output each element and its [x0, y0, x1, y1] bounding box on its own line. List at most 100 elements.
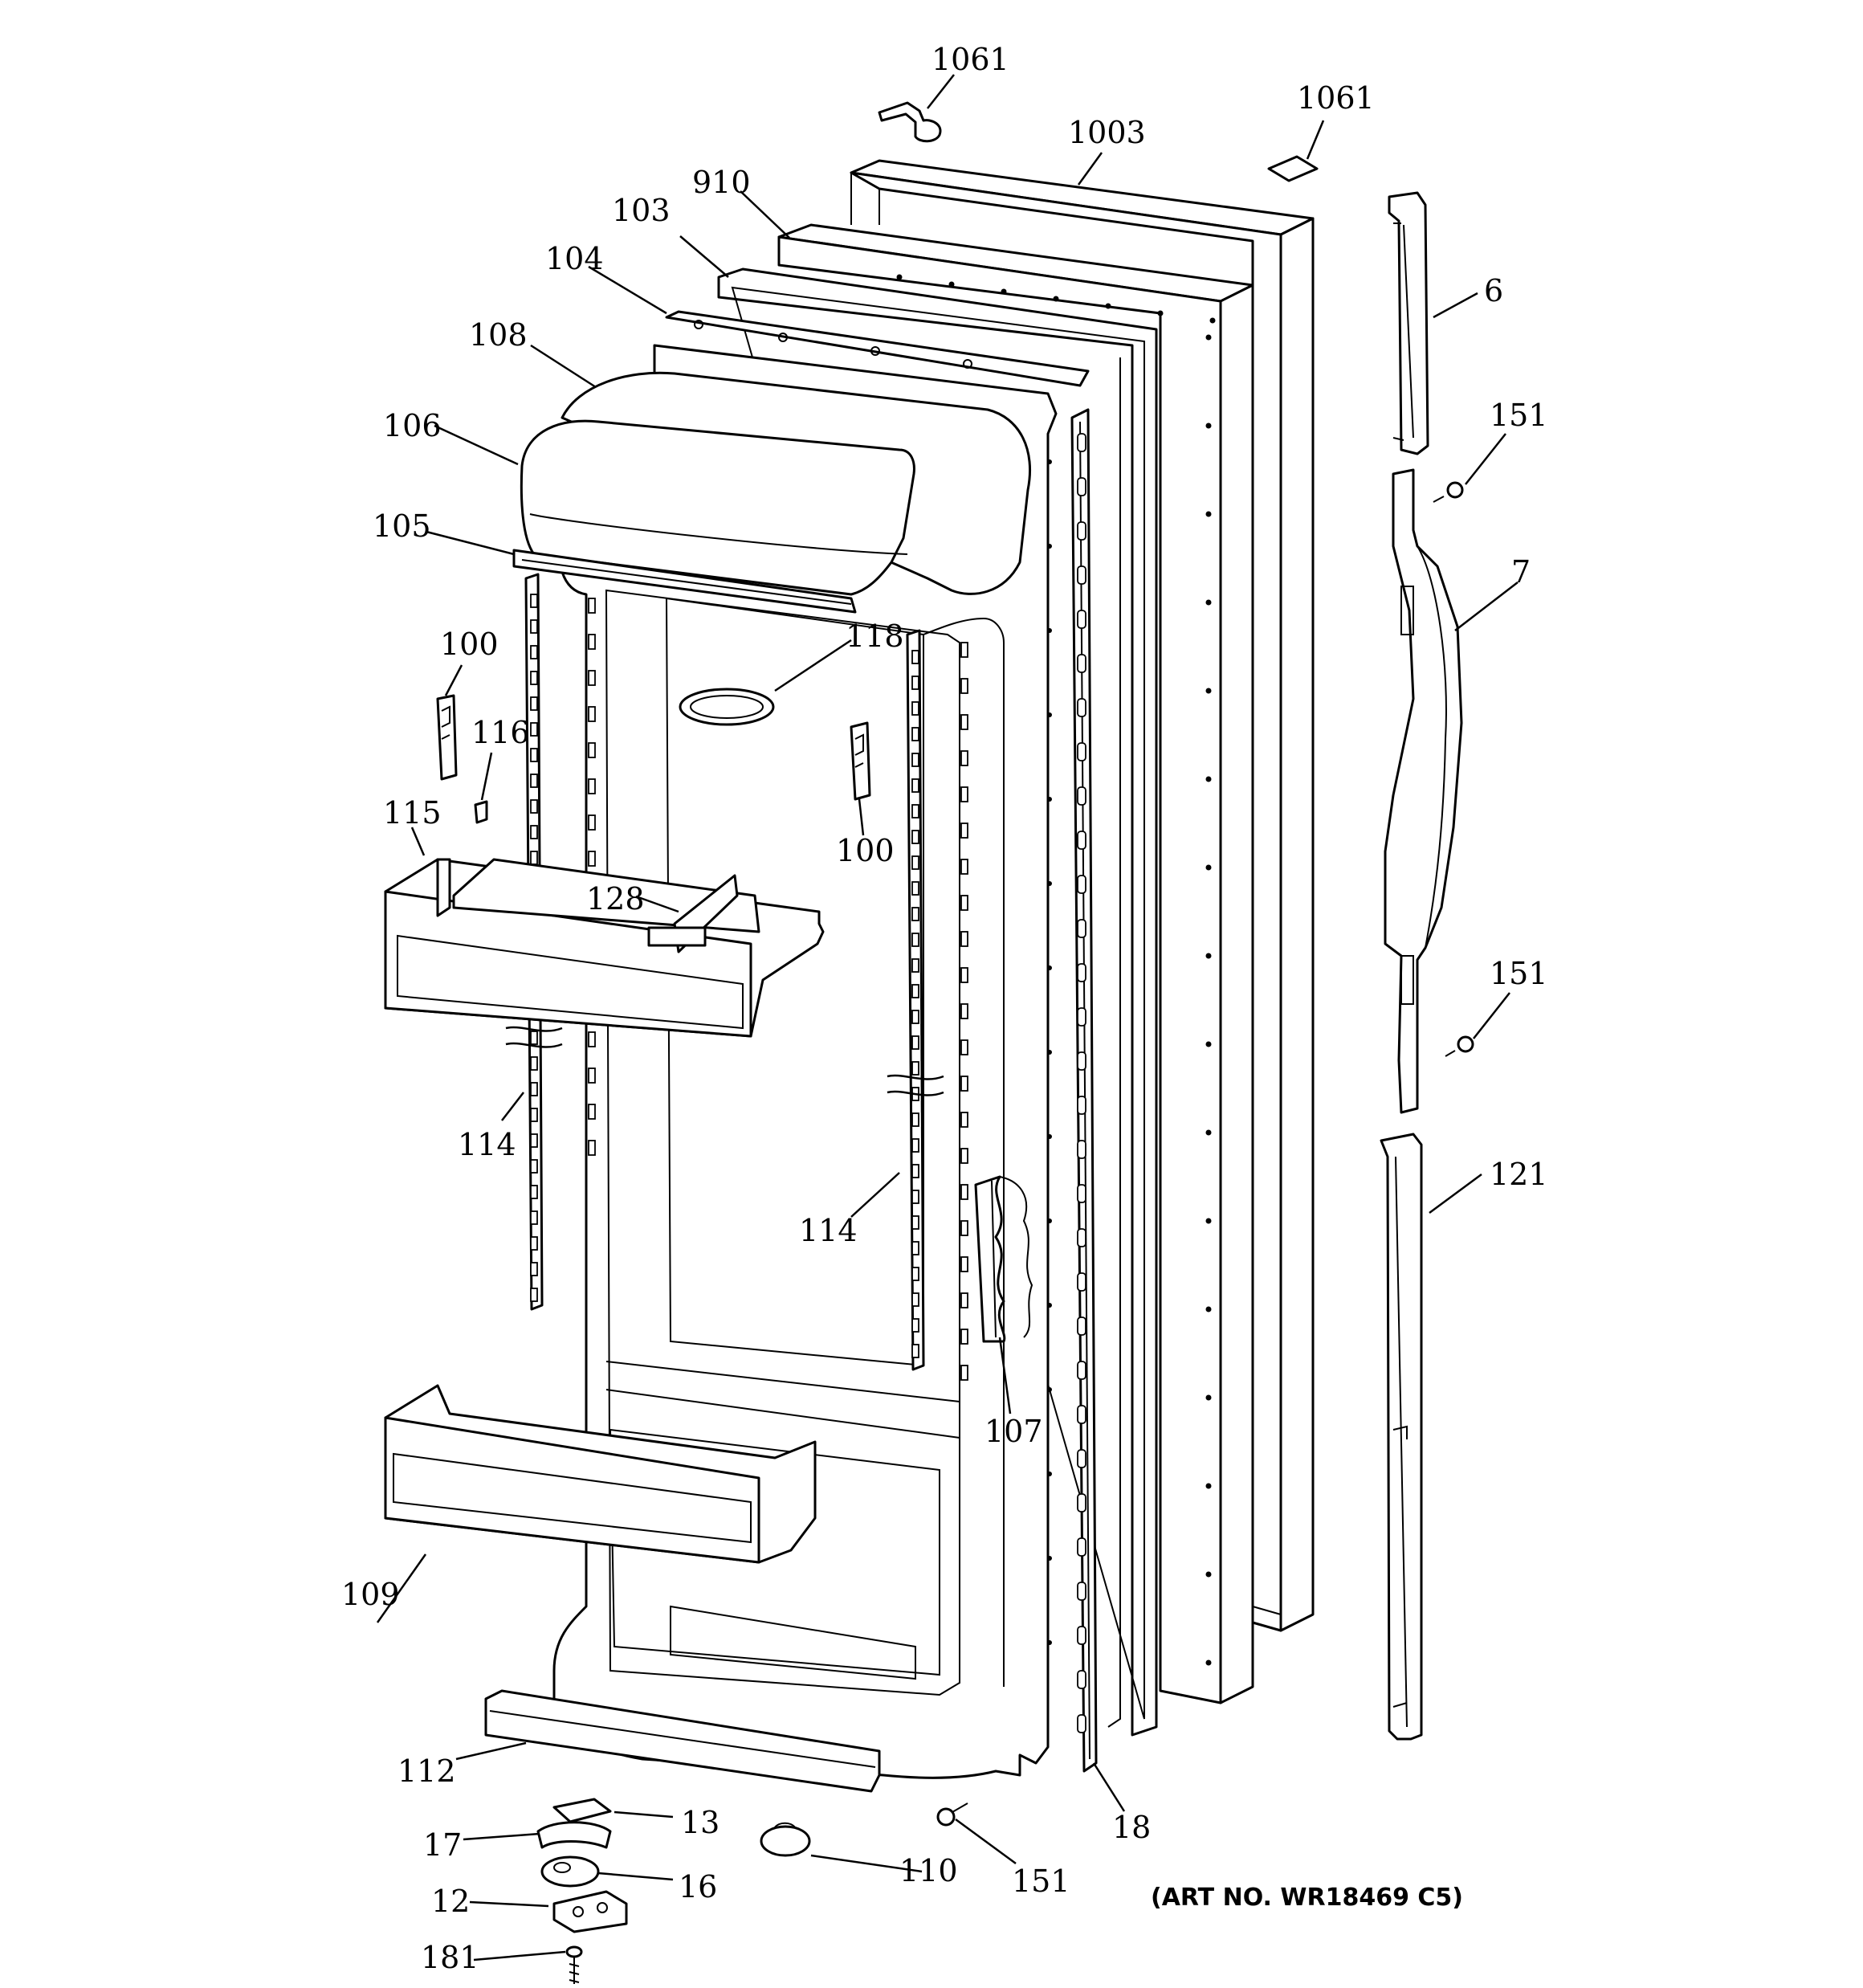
callout-1003: 1003 — [1068, 115, 1146, 150]
bottom-hinge — [552, 1890, 628, 1933]
trim-slot — [1077, 1626, 1086, 1645]
upper-door-bin — [384, 858, 825, 1038]
liner-slot — [588, 778, 596, 794]
panel-screw-hole — [1105, 303, 1111, 309]
trim-slot — [1077, 1272, 1086, 1292]
egg-tray — [679, 688, 775, 726]
rail-slot — [911, 1267, 919, 1281]
callout-106: 106 — [383, 408, 442, 443]
panel-screw-hole — [1053, 296, 1059, 302]
trim-slot — [1077, 698, 1086, 717]
rail-slot — [530, 774, 538, 788]
rail-slot — [530, 619, 538, 634]
rail-slot — [911, 1292, 919, 1307]
callout-7: 7 — [1511, 554, 1531, 590]
callout-116: 116 — [471, 715, 530, 750]
liner-slot — [960, 786, 968, 802]
callout-17: 17 — [423, 1827, 462, 1863]
callout-18: 18 — [1112, 1810, 1151, 1845]
panel-screw-hole — [1205, 1218, 1212, 1224]
panel-screw-hole — [1205, 1394, 1212, 1401]
liner-slot — [960, 895, 968, 911]
callout-103: 103 — [612, 193, 671, 228]
panel-screw-hole — [1205, 776, 1212, 782]
callout-1061: 1061 — [932, 42, 1009, 77]
liner-slot — [588, 742, 596, 758]
hinge-cap — [760, 1822, 811, 1857]
rail-slot — [530, 1056, 538, 1071]
panel-screw-hole — [1205, 1306, 1212, 1312]
trim-slot — [1077, 1405, 1086, 1424]
rail-slot — [530, 1108, 538, 1122]
rail-slot — [530, 825, 538, 839]
rail-slot — [911, 778, 919, 793]
rail-slot — [530, 1236, 538, 1251]
callout-118: 118 — [846, 618, 904, 654]
rail-slot — [911, 1010, 919, 1024]
lower-door-bin — [384, 1384, 817, 1564]
right-shelf-rail — [906, 629, 925, 1371]
trim-slot — [1077, 1714, 1086, 1733]
trim-slot — [1077, 1361, 1086, 1380]
liner-slot — [588, 1067, 596, 1084]
rail-slot — [911, 830, 919, 844]
callout-115: 115 — [383, 795, 442, 831]
callout-151: 151 — [1012, 1863, 1070, 1899]
liner-slot — [960, 642, 968, 658]
liner-slot — [960, 859, 968, 875]
liner-slot — [588, 598, 596, 614]
trim-slot — [1077, 786, 1086, 806]
liner-slot — [960, 1329, 968, 1345]
handle-screw-lower — [1445, 1035, 1474, 1057]
rail-slot — [911, 753, 919, 767]
trim-slot — [1077, 521, 1086, 541]
trim-slot — [1077, 1493, 1086, 1512]
rail-slot — [530, 799, 538, 814]
rail-slot — [530, 696, 538, 711]
rail-slot — [911, 727, 919, 741]
panel-screw-hole — [1205, 599, 1212, 606]
rail-slot — [911, 804, 919, 818]
trim-slot — [1077, 477, 1086, 496]
hinge-side-trim — [1070, 408, 1098, 1773]
rail-slot — [911, 676, 919, 690]
trim-slot — [1077, 1051, 1086, 1071]
liner-slot — [960, 1076, 968, 1092]
rail-slot — [911, 855, 919, 870]
liner-slot — [588, 634, 596, 650]
liner-slot — [960, 714, 968, 730]
liner-slot — [960, 1184, 968, 1200]
handle-top-cap — [1388, 191, 1429, 455]
shelf-bracket-left — [436, 694, 458, 781]
panel-screw-hole — [1205, 1129, 1212, 1136]
handle-bottom-trim — [1380, 1133, 1423, 1741]
rail-slot — [530, 1210, 538, 1225]
callout-107: 107 — [984, 1414, 1043, 1449]
panel-screw-hole — [1205, 1659, 1212, 1666]
panel-screw-hole — [1205, 953, 1212, 959]
liner-slot — [960, 1148, 968, 1164]
rail-slot — [530, 1133, 538, 1148]
rail-slot — [530, 748, 538, 762]
rail-slot — [911, 1241, 919, 1255]
liner-slot — [960, 750, 968, 766]
rail-slot — [911, 1164, 919, 1178]
panel-screw-hole — [1205, 1571, 1212, 1578]
liner-slot — [588, 851, 596, 867]
trim-slot — [1077, 433, 1086, 452]
liner-slot — [960, 1256, 968, 1272]
dairy-compartment — [512, 371, 1032, 614]
rail-slot — [911, 1112, 919, 1127]
rail-slot — [911, 1061, 919, 1076]
trim-slot — [1077, 565, 1086, 585]
rail-slot — [911, 1215, 919, 1230]
rail-slot — [911, 1318, 919, 1333]
liner-slot — [960, 1292, 968, 1308]
callout-1061: 1061 — [1297, 80, 1375, 116]
panel-screw-hole — [1205, 334, 1212, 341]
side-trim-section — [974, 1175, 1033, 1343]
panel-screw-hole — [896, 274, 903, 280]
top-hinge-bracket — [878, 101, 942, 143]
trim-slot — [1077, 1184, 1086, 1203]
